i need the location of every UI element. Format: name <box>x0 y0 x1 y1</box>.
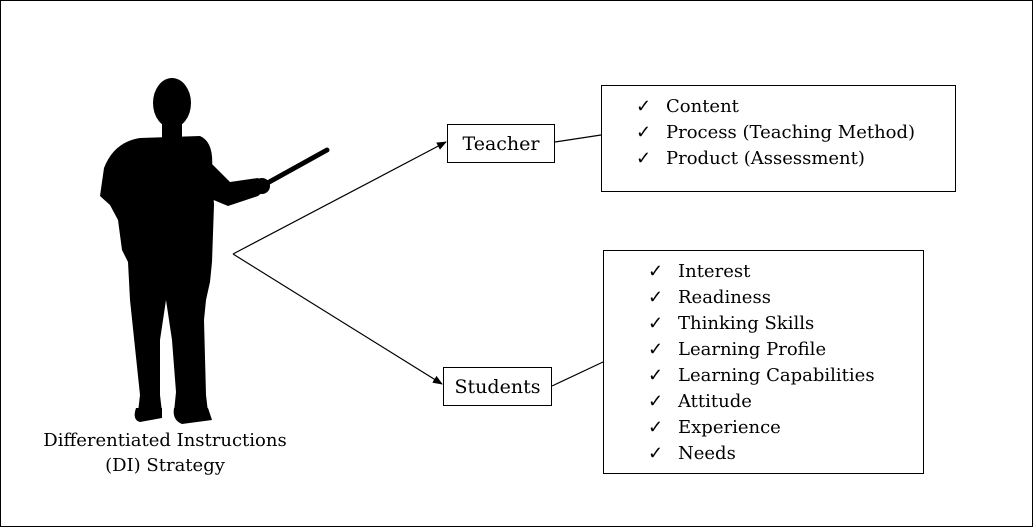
list-item: ✓Product (Assessment) <box>636 146 955 172</box>
check-icon: ✓ <box>636 96 652 117</box>
check-icon: ✓ <box>648 365 664 386</box>
check-icon: ✓ <box>648 313 664 334</box>
list-item: ✓Readiness <box>648 285 923 311</box>
check-icon: ✓ <box>648 339 664 360</box>
check-icon: ✓ <box>648 417 664 438</box>
list-item: ✓Content <box>636 94 955 120</box>
list-item: ✓Process (Teaching Method) <box>636 120 955 146</box>
list-item: ✓Thinking Skills <box>648 311 923 337</box>
check-icon: ✓ <box>648 261 664 282</box>
check-icon: ✓ <box>648 287 664 308</box>
caption-line-1: Differentiated Instructions <box>43 430 287 451</box>
teacher-with-pointer-silhouette-icon <box>100 78 330 424</box>
list-item: ✓Attitude <box>648 389 923 415</box>
check-icon: ✓ <box>636 148 652 169</box>
students-node: Students <box>443 367 552 406</box>
students-differentiation-list: ✓Interest ✓Readiness ✓Thinking Skills ✓L… <box>603 250 924 474</box>
check-icon: ✓ <box>648 391 664 412</box>
list-item: ✓Interest <box>648 259 923 285</box>
teacher-label: Teacher <box>462 132 540 155</box>
di-strategy-caption: Differentiated Instructions (DI) Strateg… <box>20 428 310 478</box>
teacher-node: Teacher <box>447 124 555 163</box>
students-label: Students <box>454 375 541 398</box>
teacher-to-list-connector <box>554 134 602 143</box>
list-item: ✓Experience <box>648 415 923 441</box>
list-item: ✓Learning Capabilities <box>648 363 923 389</box>
students-to-list-connector <box>551 361 604 387</box>
caption-line-2: (DI) Strategy <box>105 455 225 476</box>
check-icon: ✓ <box>636 122 652 143</box>
teacher-differentiation-list: ✓Content ✓Process (Teaching Method) ✓Pro… <box>601 85 956 192</box>
list-item: ✓Needs <box>648 441 923 467</box>
arrow-to-teacher <box>232 141 447 255</box>
arrow-to-students <box>232 253 443 385</box>
check-icon: ✓ <box>648 443 664 464</box>
list-item: ✓Learning Profile <box>648 337 923 363</box>
